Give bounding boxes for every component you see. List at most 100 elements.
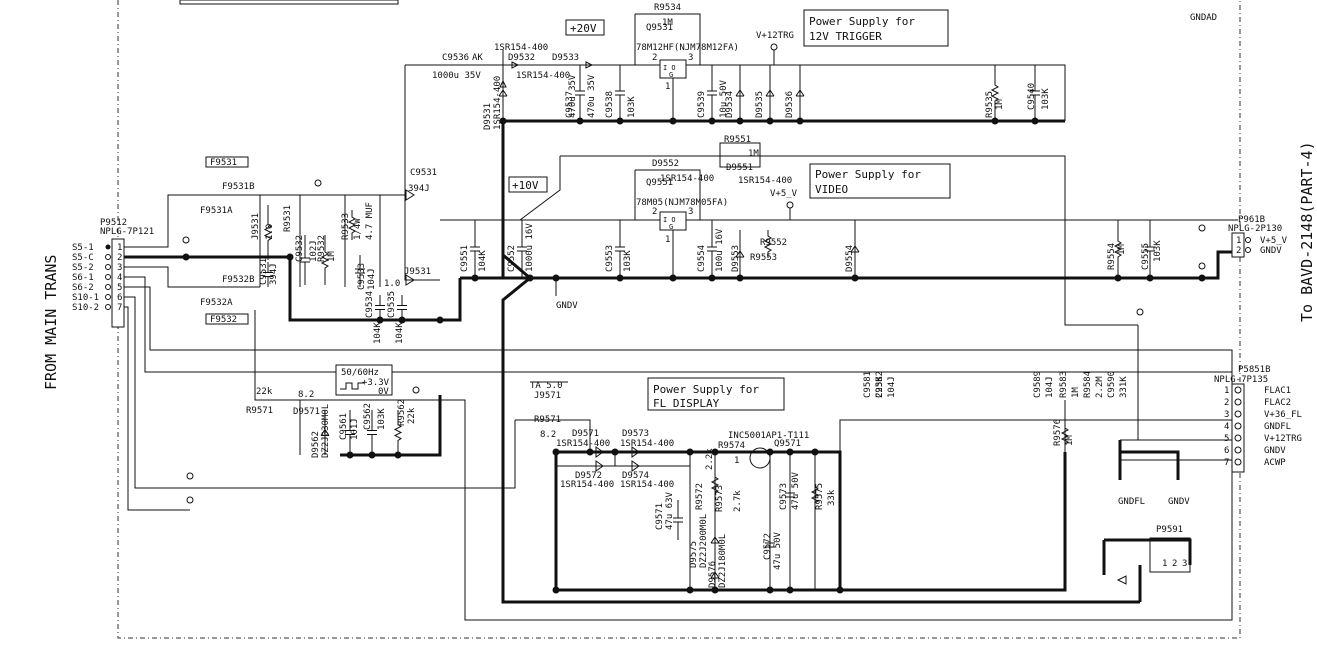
label-r9553: R9553	[750, 253, 777, 263]
value-r9554: 1M	[1117, 244, 1127, 255]
value-d9574: 1SR154-400	[620, 480, 674, 490]
svg-text:8.2: 8.2	[298, 390, 314, 400]
value-c9533: 104J	[367, 268, 377, 290]
junction-dot	[711, 586, 719, 594]
junction-dot	[616, 117, 624, 125]
pin-label-gndv: GNDV	[1260, 246, 1282, 256]
svg-text:78M05(NJM78M05FA): 78M05(NJM78M05FA)	[636, 198, 728, 208]
svg-text:F9531A: F9531A	[200, 206, 233, 216]
value-d9531: 1SR154-400	[493, 76, 503, 130]
pin-label-s6-2: S6-2	[72, 283, 94, 293]
signal-50-60hz-box	[335, 364, 393, 396]
resistor-r9533	[347, 210, 357, 240]
gnd-rails-right: GNDFL GNDV GNDAD	[1118, 13, 1232, 507]
value-c9540: 103K	[1041, 88, 1051, 110]
diode-d9554	[850, 220, 860, 278]
label-c9533: C9533	[357, 263, 367, 290]
label-r9584: R9584	[1083, 371, 1093, 398]
svg-text:50/60Hz: 50/60Hz	[341, 368, 379, 378]
label-c9553: C9553	[605, 245, 615, 272]
junction-dot	[182, 253, 190, 261]
svg-text:1M: 1M	[662, 18, 673, 28]
svg-text:0V: 0V	[378, 387, 389, 397]
pin-label-gndfl: GNDFL	[1264, 422, 1291, 432]
capacitor-c9535	[397, 295, 407, 320]
junction-dot	[669, 274, 677, 282]
svg-text:1SR154-400: 1SR154-400	[738, 176, 792, 186]
label-c9538: C9538	[605, 91, 615, 118]
svg-text:1.0: 1.0	[384, 279, 400, 289]
test-point	[182, 236, 190, 244]
value-c9537-b: 470u 35V	[568, 74, 578, 118]
label-d9535: D9535	[755, 91, 765, 118]
pin-terminal	[105, 274, 111, 280]
svg-text:Q9551: Q9551	[646, 178, 673, 188]
value-c9572: 47u 50V	[773, 531, 783, 570]
label-c9534: C9534	[365, 291, 375, 318]
label-r9583: R9583	[1059, 371, 1069, 398]
svg-text:R9534: R9534	[654, 3, 681, 13]
value-c9537v: 470u 35V	[587, 74, 597, 118]
block-12v-line1: Power Supply for	[809, 15, 915, 28]
label-c9540: C9540	[1027, 83, 1037, 110]
value-r9533-w: 4.7 MUF	[365, 202, 375, 240]
svg-text:D9551: D9551	[726, 163, 753, 173]
resistor-r9535	[990, 65, 1000, 121]
video-section: I O G Q9551 78M05(NJM78M05FA) 2 3 1 D955…	[440, 135, 1238, 604]
capacitor-c9533	[355, 255, 365, 287]
svg-text:NPLG-7P121: NPLG-7P121	[100, 227, 154, 237]
block-fl-display	[647, 377, 785, 411]
pin-label-v5v: V+5_V	[1260, 236, 1288, 246]
diode-d9531	[498, 65, 508, 121]
block-12v-trigger	[803, 9, 949, 47]
value-c9535: 104K	[395, 322, 405, 344]
svg-text:1M: 1M	[748, 149, 759, 159]
pin-num: 2	[117, 253, 122, 263]
value-r9583: 1M	[1071, 387, 1081, 398]
svg-text:1SR154-400: 1SR154-400	[660, 174, 714, 184]
junction-dot	[398, 316, 406, 324]
pin-num: 7	[1224, 458, 1229, 468]
label-r9562: R9562	[397, 399, 407, 426]
svg-text:R9571: R9571	[246, 406, 273, 416]
svg-text:P5851B: P5851B	[1238, 365, 1271, 375]
value-d9572: 1SR154-400	[560, 480, 614, 490]
capacitor-c9532	[300, 235, 310, 285]
value-d9573: 1SR154-400	[620, 439, 674, 449]
pin-num: 2	[1224, 398, 1229, 408]
junction-dot	[611, 448, 619, 456]
svg-text:C9536: C9536	[442, 53, 469, 63]
test-point	[1198, 262, 1206, 270]
capacitor-c9571	[673, 500, 683, 540]
pin-label-v12trg: V+12TRG	[1264, 434, 1302, 444]
diode-d9535	[765, 65, 775, 121]
label-d9562: D9562	[311, 431, 321, 458]
label-c9552: C9552	[507, 245, 517, 272]
label-d9576: D9576	[708, 561, 718, 588]
resistor-r9532	[320, 235, 330, 285]
junction-dot	[576, 117, 584, 125]
pin-label-v36fl: V+36_FL	[1264, 410, 1302, 420]
svg-text:F9531: F9531	[210, 158, 237, 168]
svg-text:22k: 22k	[256, 387, 273, 397]
diode-d9553	[735, 230, 745, 278]
pin-label-s6-1: S6-1	[72, 273, 94, 283]
svg-text:I O: I O	[663, 64, 676, 72]
svg-text:NPLG-7P135: NPLG-7P135	[1214, 375, 1268, 385]
svg-text:1: 1	[1162, 559, 1167, 569]
value-r9574: 1	[734, 456, 739, 466]
fuse-f9531-box	[205, 156, 249, 168]
svg-text:J9531: J9531	[404, 267, 431, 277]
badge-10v	[508, 176, 548, 193]
value-c9553v: 103K	[623, 250, 633, 272]
block-fl-line1: Power Supply for	[653, 383, 759, 396]
pin-terminal	[1234, 434, 1242, 442]
svg-text:F9532: F9532	[210, 315, 237, 325]
value-c9552v: 1000u 16V	[525, 223, 535, 272]
block-12v-line2: 12V TRIGGER	[809, 30, 882, 43]
pin-num: 6	[117, 293, 122, 303]
connector-p9591: P9591 1 2 3	[1102, 525, 1192, 602]
label-d9572: D9572	[575, 471, 602, 481]
pin-num: 6	[1224, 446, 1229, 456]
junction-dot	[286, 253, 294, 261]
